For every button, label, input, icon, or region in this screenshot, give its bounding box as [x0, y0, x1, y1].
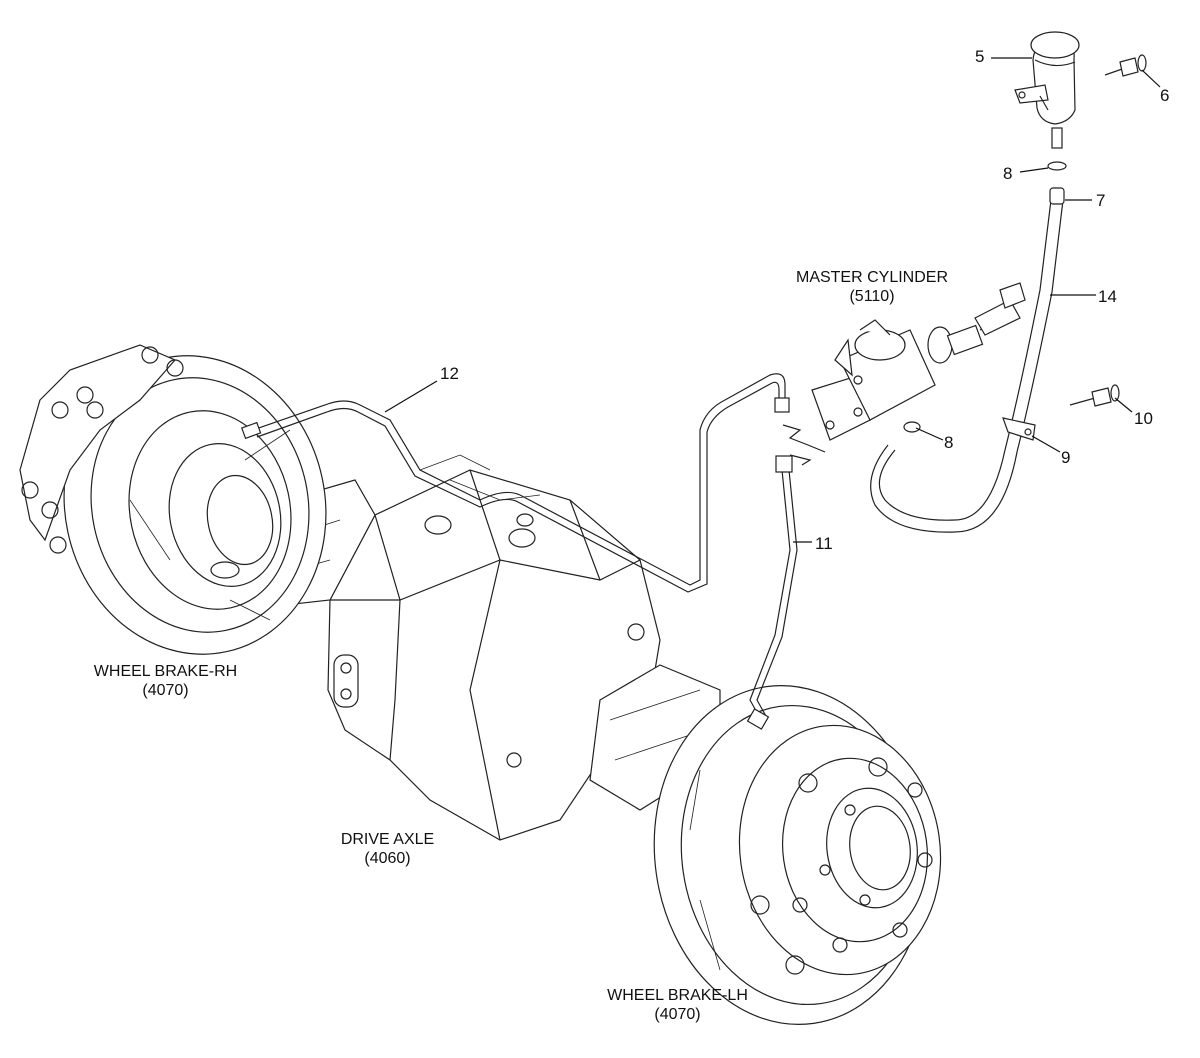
bolt-6	[1104, 54, 1147, 77]
callout-9: 9	[1061, 448, 1071, 467]
callout-11: 11	[815, 534, 833, 553]
reservoir-hose-14	[870, 31, 1080, 533]
callout-10: 10	[1134, 409, 1153, 428]
wheel-rh-drawing	[19, 344, 327, 655]
label-wheel-brake-rh: WHEEL BRAKE-RH (4070)	[78, 662, 253, 700]
label-master-cylinder-ref: (5110)	[849, 288, 895, 305]
label-wheel-brake-lh-name: WHEEL BRAKE-LH	[607, 987, 748, 1004]
label-wheel-brake-lh: WHEEL BRAKE-LH (4070)	[590, 986, 765, 1024]
callout-5: 5	[975, 47, 985, 66]
label-drive-axle-name: DRIVE AXLE	[340, 831, 435, 848]
wheel-lh-drawing	[653, 685, 942, 1025]
label-wheel-brake-rh-ref: (4070)	[142, 682, 189, 699]
label-master-cylinder: MASTER CYLINDER (5110)	[782, 268, 962, 306]
brake-pipe-11	[746, 455, 798, 730]
label-drive-axle-ref: (4060)	[364, 850, 411, 867]
master-cylinder-drawing	[782, 282, 1026, 466]
callout-6: 6	[1160, 86, 1170, 105]
callout-8-upper: 8	[1003, 164, 1013, 183]
label-master-cylinder-name: MASTER CYLINDER	[795, 269, 949, 286]
brake-pipe-12	[241, 373, 790, 593]
leader-lines	[384, 57, 1161, 543]
label-drive-axle: DRIVE AXLE (4060)	[320, 830, 455, 868]
label-wheel-brake-rh-name: WHEEL BRAKE-RH	[93, 663, 238, 680]
callout-12: 12	[440, 364, 459, 383]
callout-14: 14	[1098, 287, 1117, 306]
label-wheel-brake-lh-ref: (4070)	[654, 1006, 701, 1023]
bolt-10	[1069, 384, 1120, 407]
callout-7: 7	[1096, 191, 1106, 210]
callout-8-lower: 8	[944, 433, 954, 452]
